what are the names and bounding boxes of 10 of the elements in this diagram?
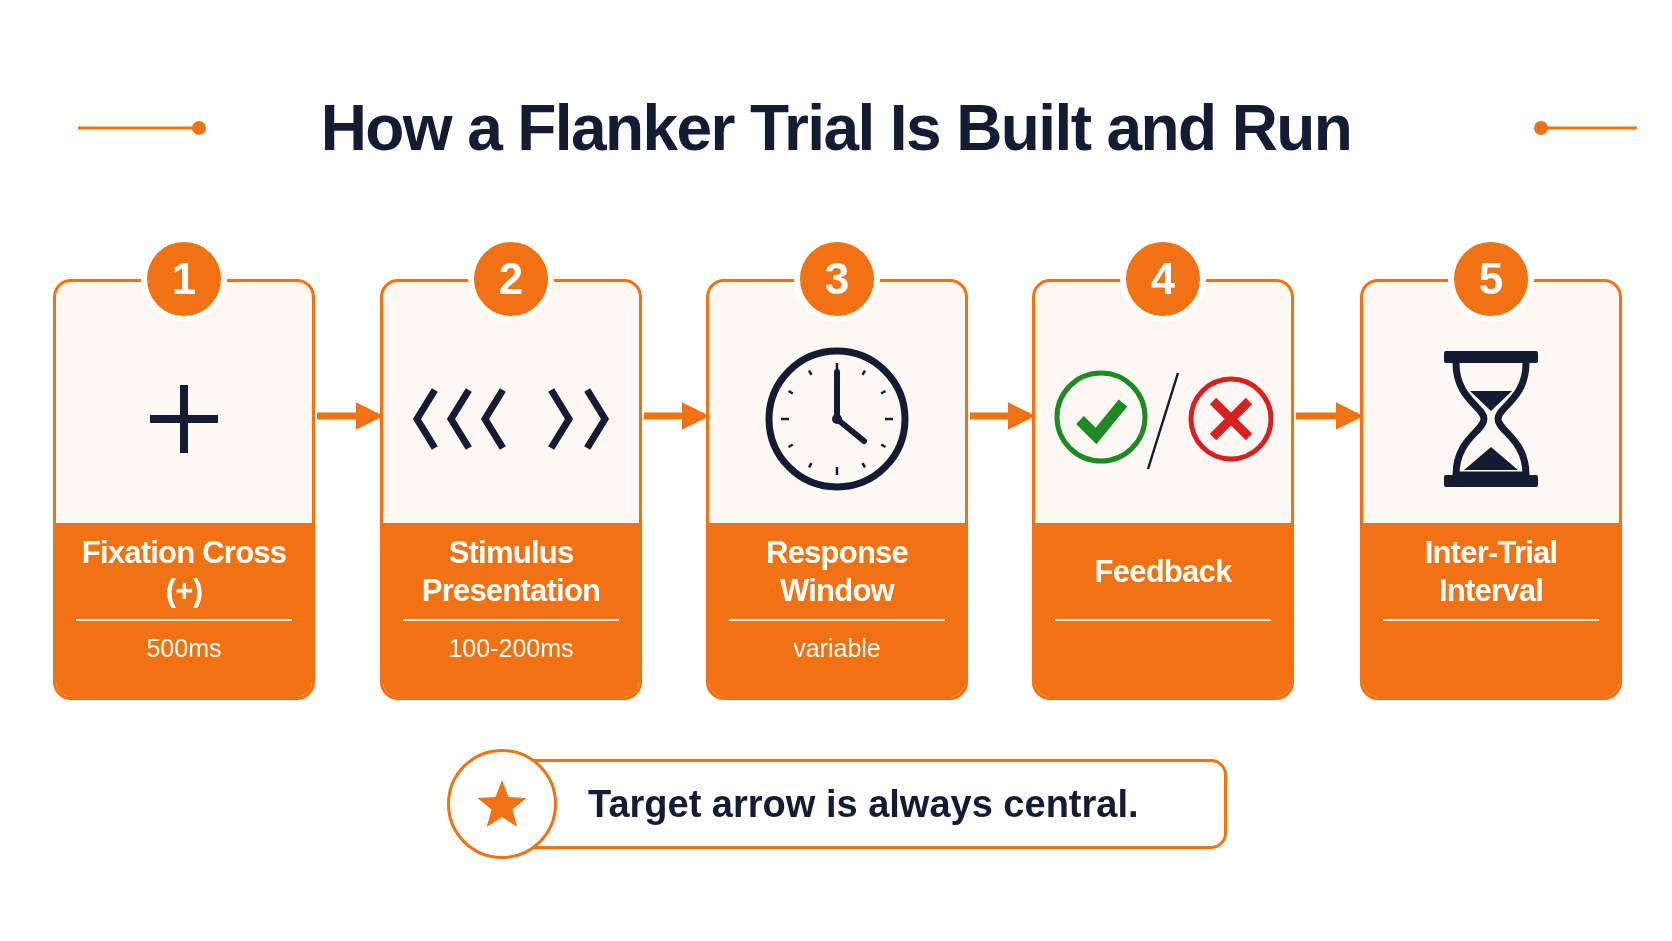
step-title: Response Window [765,534,909,610]
step-duration: 100-200ms [448,633,574,663]
note-text: Target arrow is always central. [588,781,1139,827]
step-title: Stimulus Presentation [420,534,602,610]
step-title: Feedback [1094,553,1232,591]
diagram-title: How a Flanker Trial Is Built and Run [320,91,1352,166]
step-duration: 500ms [146,633,222,663]
step-duration: variable [793,633,881,663]
step-title: Fixation Cross (+) [80,534,288,610]
step-title: Inter-Trial Interval [1423,534,1559,610]
